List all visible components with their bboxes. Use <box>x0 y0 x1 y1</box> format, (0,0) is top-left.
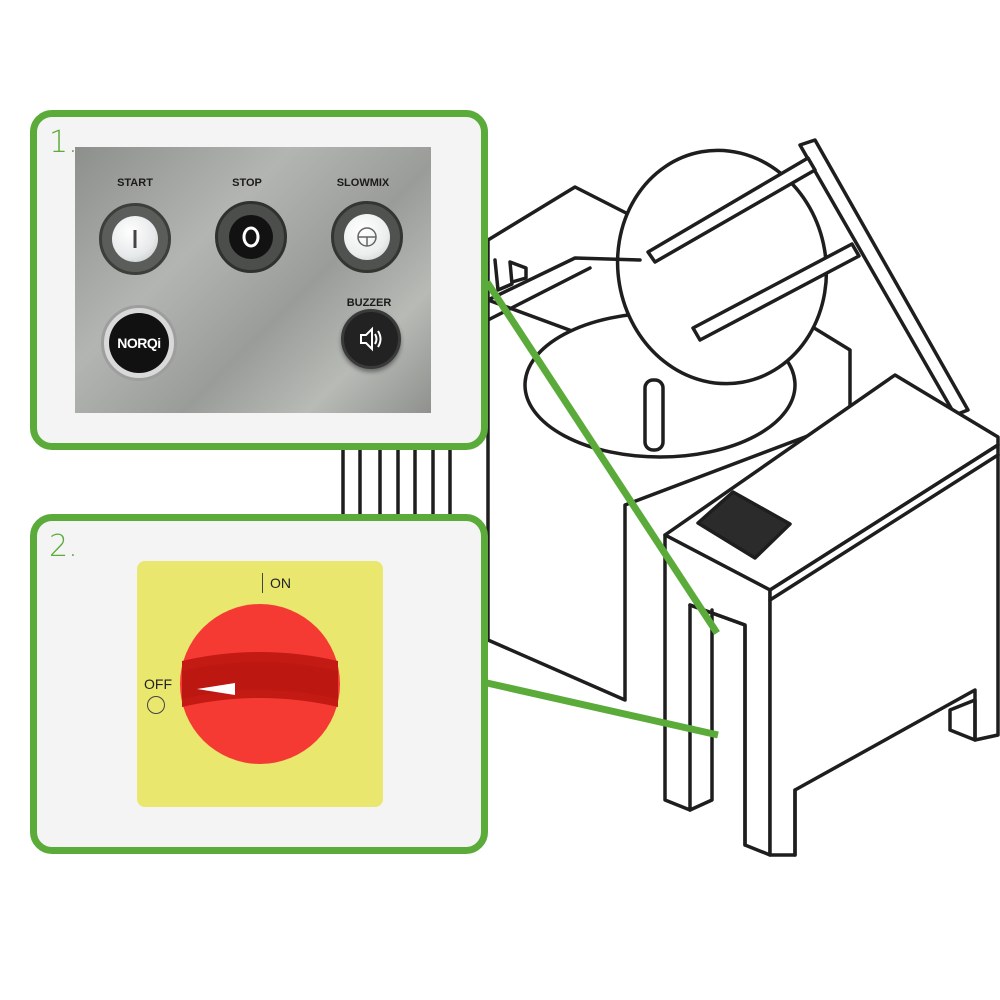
power-off-icon <box>229 215 273 259</box>
callout-main-switch: 2. ON OFF <box>30 514 488 854</box>
power-on-icon <box>112 216 158 262</box>
buzzer-label: BUZZER <box>347 297 392 309</box>
control-panel-photo: START STOP SLOWMIX BUZZER <box>75 147 431 413</box>
slowmix-icon <box>344 214 390 260</box>
callout-number: 2. <box>49 529 78 564</box>
callout-control-panel: 1. START STOP SLOWMIX BUZZER <box>30 110 488 450</box>
start-label: START <box>117 177 153 189</box>
switch-plate: ON OFF <box>137 561 383 807</box>
start-button[interactable] <box>99 203 171 275</box>
slowmix-label: SLOWMIX <box>337 177 390 189</box>
norqi-logo-badge: NORQi <box>101 305 177 381</box>
speaker-icon <box>344 312 398 366</box>
slowmix-button[interactable] <box>331 201 403 273</box>
agitator-shaft <box>645 380 663 450</box>
rotary-knob[interactable] <box>137 561 383 807</box>
stop-button[interactable] <box>215 201 287 273</box>
buzzer-button[interactable] <box>341 309 401 369</box>
back-legs <box>343 450 450 515</box>
callout-number: 1. <box>49 125 78 160</box>
norqi-logo: NORQi <box>117 335 160 351</box>
stop-label: STOP <box>232 177 262 189</box>
